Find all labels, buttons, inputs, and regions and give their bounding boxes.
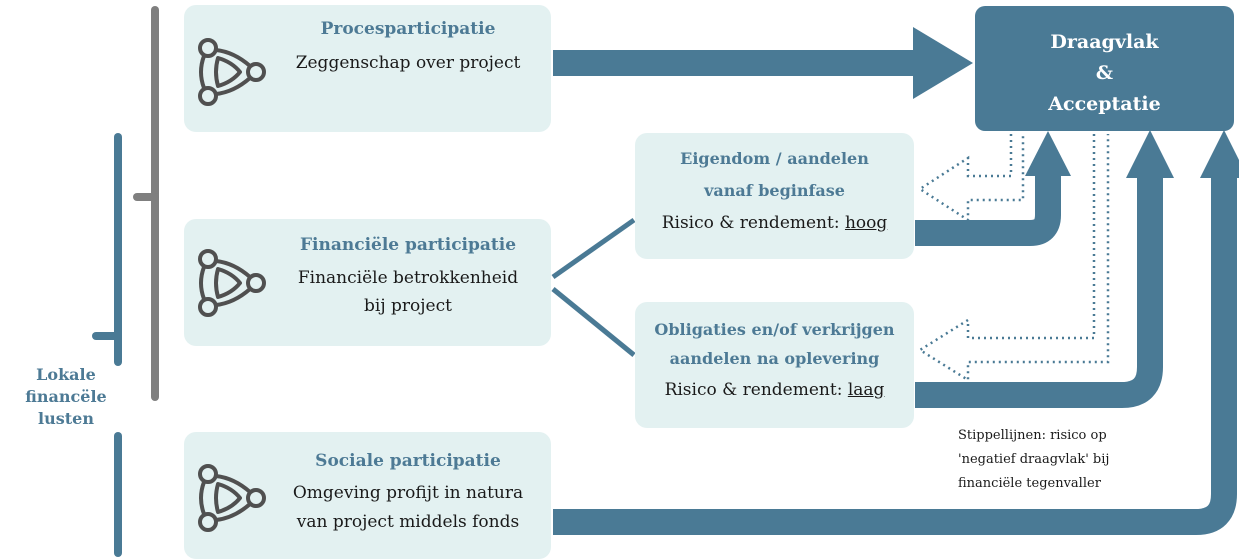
risk-prefix: Risico & rendement: xyxy=(664,380,848,400)
option-box-eigendom xyxy=(635,133,914,259)
participation-box-financieel xyxy=(184,219,551,346)
target-line: Acceptatie xyxy=(1048,93,1161,115)
split-line-top xyxy=(551,217,636,280)
risk-arrow-bottom xyxy=(917,134,1110,383)
split-line-bottom xyxy=(551,287,636,357)
option-title: aandelen na oplevering xyxy=(669,349,880,368)
participation-title: Procesparticipatie xyxy=(320,19,496,39)
lokale-lusten-label: Lokale financële lusten xyxy=(18,364,114,430)
risk-arrows-dotted xyxy=(917,134,1110,383)
participation-title: Financiële participatie xyxy=(299,235,517,255)
draagvlak-acceptatie-box: Draagvlak & Acceptatie xyxy=(975,6,1234,131)
participation-box-proces xyxy=(184,5,551,132)
side-label-line: Lokale xyxy=(36,365,96,384)
option-title: vanaf beginfase xyxy=(704,181,845,200)
participation-text: Omgeving profijt in natura xyxy=(292,483,524,503)
risk-level: hoog xyxy=(844,213,888,233)
participation-box-sociaal xyxy=(184,432,551,559)
option-title: Eigendom / aandelen xyxy=(680,149,869,168)
dotted-line-note: Stippellijnen: risico op 'negatief draag… xyxy=(958,424,1188,496)
side-label-line: lusten xyxy=(38,409,94,428)
eigendom-arrow-head xyxy=(1025,131,1071,176)
obligaties-arrow-head xyxy=(1126,130,1174,178)
sociale-arrow-head xyxy=(1200,130,1239,178)
process-arrow-head xyxy=(913,27,973,99)
risk-arrow-top xyxy=(917,134,1025,223)
note-line: 'negatief draagvlak' bij xyxy=(958,452,1110,467)
participation-text: Financiële betrokkenheid xyxy=(297,268,519,288)
side-label-line: financële xyxy=(25,387,107,406)
risk-level: laag xyxy=(847,380,885,400)
option-risk: Risico & rendement: hoog xyxy=(635,213,914,233)
community-circle-icon xyxy=(198,249,266,317)
participation-text: van project middels fonds xyxy=(296,512,520,532)
participation-text: Zeggenschap over project xyxy=(295,53,521,73)
option-risk: Risico & rendement: laag xyxy=(635,380,914,400)
process-arrow-shaft xyxy=(553,50,915,76)
participation-text: bij project xyxy=(364,296,452,316)
option-title: Obligaties en/of verkrijgen xyxy=(654,320,895,339)
risk-prefix: Risico & rendement: xyxy=(661,213,845,233)
option-box-obligaties xyxy=(635,302,914,428)
community-circle-icon xyxy=(198,464,266,532)
note-line: Stippellijnen: risico op xyxy=(958,428,1107,443)
note-line: financiële tegenvaller xyxy=(958,476,1101,491)
target-line: & xyxy=(1095,62,1114,84)
target-line: Draagvlak xyxy=(1050,31,1159,53)
eigendom-arrow xyxy=(915,175,1061,246)
community-circle-icon xyxy=(198,38,266,106)
sociale-arrow xyxy=(553,175,1237,535)
participation-title: Sociale participatie xyxy=(315,451,501,471)
obligaties-arrow xyxy=(915,175,1163,408)
